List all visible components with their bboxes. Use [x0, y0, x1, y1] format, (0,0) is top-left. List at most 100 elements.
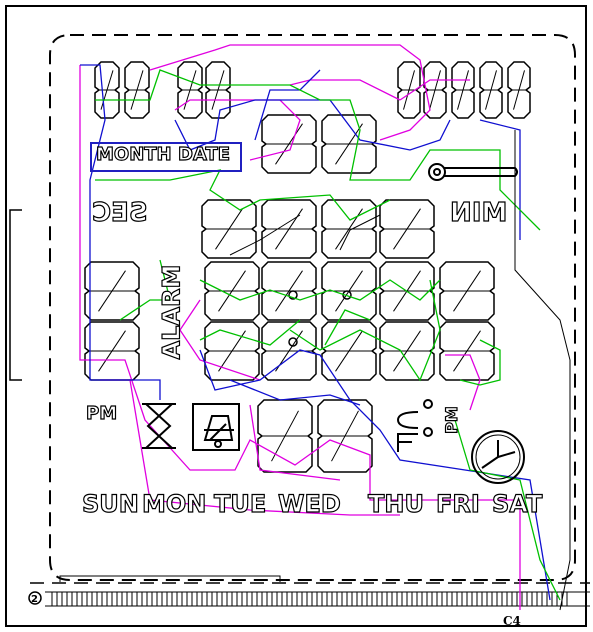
connector-pin: [491, 591, 498, 607]
day-mon: MON: [141, 490, 207, 518]
big-digit-0-0: [261, 114, 317, 174]
pin-one-glyph: 2: [31, 594, 38, 605]
pin-one-mark: [28, 591, 42, 605]
connector-pin: [511, 591, 518, 607]
left-tab: [9, 209, 22, 381]
connector-pin: [421, 591, 428, 607]
day-row: SUN MON TUE WED THU FRI SAT: [81, 490, 552, 522]
hourglass-icon: [142, 403, 176, 449]
big-digit-2-1: [204, 261, 260, 321]
connector-pin: [121, 591, 128, 607]
connector-pin: [351, 591, 358, 607]
connector-pin: [131, 591, 138, 607]
connector-pin: [321, 591, 328, 607]
connector-pin: [501, 591, 508, 607]
big-digit-3-5: [439, 321, 495, 381]
big-digit-3-0: [84, 321, 140, 381]
big-digit-2-5: [439, 261, 495, 321]
clock-icon: [471, 430, 525, 484]
connector-pin: [271, 591, 278, 607]
connector-pin: [301, 591, 308, 607]
thermometer-icon: [428, 163, 518, 181]
colon-dot-2: [288, 337, 298, 347]
connector-pin: [151, 591, 158, 607]
big-digit-3-1: [204, 321, 260, 381]
connector-pin: [341, 591, 348, 607]
big-digit-3-2: [261, 321, 317, 381]
trace-green: [95, 69, 561, 601]
big-digit-4-0: [257, 399, 313, 473]
connector-pin: [451, 591, 458, 607]
day-fri: FRI: [435, 490, 480, 518]
colon-dot-0: [288, 290, 298, 300]
big-digit-3-4: [379, 321, 435, 381]
day-sun: SUN: [81, 490, 139, 518]
connector-pin: [541, 591, 548, 607]
connector-pin: [191, 591, 198, 607]
trace-blue: [80, 64, 551, 601]
alarm-label: ALARM: [157, 264, 186, 360]
connector-pin: [281, 591, 288, 607]
month-date-box: [90, 142, 242, 172]
connector-pin: [371, 591, 378, 607]
pin-bracket: [59, 575, 281, 582]
connector-pin: [61, 591, 68, 607]
connector-pin: [551, 591, 558, 607]
connector-pin: [391, 591, 398, 607]
big-digit-2-2: [261, 261, 317, 321]
big-digit-1-2: [321, 199, 377, 259]
connector-pin: [481, 591, 488, 607]
trace-black-thin: [229, 130, 571, 611]
connector-pin: [141, 591, 148, 607]
pm-label-left: PM: [85, 403, 118, 424]
sec-label: SEC: [91, 197, 148, 228]
connector-pin: [81, 591, 88, 607]
small-time-digit-2: [451, 61, 475, 119]
connector-pin: [51, 591, 58, 607]
glass-outline: [49, 34, 576, 581]
connector-pin: [161, 591, 168, 607]
big-digit-4-1: [317, 399, 373, 473]
connector-pin: [241, 591, 248, 607]
connector-pin: [211, 591, 218, 607]
big-digit-2-0: [84, 261, 140, 321]
small-time-digit-1: [423, 61, 447, 119]
big-digit-1-3: [379, 199, 435, 259]
connector-pin: [331, 591, 338, 607]
connector-pin: [71, 591, 78, 607]
fahrenheit-icon: [397, 427, 433, 452]
day-thu: THU: [367, 490, 424, 518]
day-sat: SAT: [491, 490, 543, 518]
big-digit-1-1: [261, 199, 317, 259]
connector-pin: [291, 591, 298, 607]
outer-frame: [5, 5, 587, 627]
connector-pin: [111, 591, 118, 607]
big-digit-0-1: [321, 114, 377, 174]
date-label: DATE: [177, 144, 231, 165]
connector-pin: [91, 591, 98, 607]
small-digit-1: [124, 61, 150, 119]
connector-pin: [411, 591, 418, 607]
connector-pin: [521, 591, 528, 607]
big-digit-1-0: [201, 199, 257, 259]
connector-pin: [201, 591, 208, 607]
connector-pins: [51, 591, 568, 607]
celsius-icon: [396, 399, 433, 429]
day-tue: TUE: [213, 490, 267, 518]
small-digit-2: [177, 61, 203, 119]
connector-pin: [381, 591, 388, 607]
connector-pin: [171, 591, 178, 607]
small-time-digit-3: [479, 61, 503, 119]
connector-pin: [251, 591, 258, 607]
small-time-digit-4: [507, 61, 531, 119]
connector-pin: [181, 591, 188, 607]
small-time-digit-0: [397, 61, 421, 119]
connector-pin: [401, 591, 408, 607]
connector-pin: [311, 591, 318, 607]
connector-pin: [461, 591, 468, 607]
connector-pin: [441, 591, 448, 607]
bell-icon: [192, 403, 240, 451]
connector-pin: [531, 591, 538, 607]
trace-magenta: [79, 44, 521, 610]
